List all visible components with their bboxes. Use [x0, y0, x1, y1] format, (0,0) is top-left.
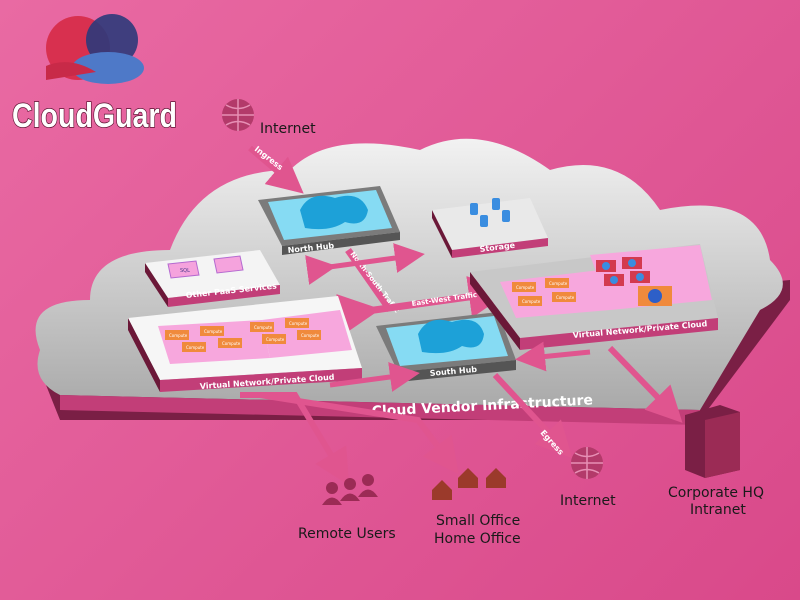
house-icon	[432, 468, 506, 500]
compute-label: Compute	[301, 333, 320, 338]
compute-label: Compute	[254, 325, 273, 330]
soho-label-line2: Home Office	[434, 531, 521, 547]
sql-tile	[167, 260, 200, 279]
compute-tile	[297, 330, 321, 340]
east-west-traffic-arrow	[336, 276, 511, 336]
remote-users: Remote Users	[298, 474, 396, 542]
tenant-zone	[590, 245, 712, 310]
users-icon	[322, 474, 378, 505]
storage: Storage	[432, 198, 548, 258]
cloud-icon	[300, 195, 368, 230]
north-hub-lateral-arrow	[305, 243, 425, 285]
corporate-label-line1: Corporate HQ	[668, 485, 764, 501]
south-hub-label: South Hub	[429, 365, 477, 378]
compute-tile	[285, 318, 309, 328]
soho: Small Office Home Office	[432, 468, 521, 547]
container-icon	[602, 259, 644, 284]
compute-tile	[250, 322, 274, 332]
ingress-arrow	[248, 145, 304, 194]
remote-users-label: Remote Users	[298, 526, 396, 542]
other-paas-services: SQL Other PaaS Services	[145, 250, 280, 307]
cloudguard-logo: CloudGuard	[11, 14, 178, 136]
internet-top: Internet	[222, 99, 316, 137]
database-icon	[470, 198, 510, 227]
compute-label: Compute	[549, 281, 568, 286]
compute-label: Compute	[204, 329, 223, 334]
brand-name: CloudGuard	[12, 97, 177, 135]
compute-tile	[545, 278, 569, 288]
compute-label: Compute	[222, 341, 241, 346]
compute-tiles: ComputeComputeComputeComputeComputeCompu…	[165, 318, 321, 352]
corporate-hq: Corporate HQ Intranet	[668, 405, 764, 518]
compute-tile	[262, 334, 286, 344]
server-icon	[705, 412, 740, 478]
cloud-icon	[418, 319, 484, 354]
soho-arrow	[259, 392, 459, 475]
compute-label: Compute	[186, 345, 205, 350]
vnet-right-to-hub-arrow	[515, 341, 591, 372]
egress-arrow	[492, 372, 573, 459]
compute-label: Compute	[556, 295, 575, 300]
compute-tile	[552, 292, 576, 302]
virtual-network-left: ComputeComputeComputeComputeComputeCompu…	[128, 296, 362, 392]
compute-label: Compute	[289, 321, 308, 326]
compute-tile	[218, 338, 242, 348]
soho-label-line1: Small Office	[436, 513, 520, 529]
vnet-to-hub-arrow	[329, 362, 420, 392]
compute-tile	[200, 326, 224, 336]
compute-label: Compute	[169, 333, 188, 338]
corporate-label-line2: Intranet	[690, 502, 746, 518]
sql-label: SQL	[180, 268, 190, 274]
south-hub: South Hub	[376, 312, 516, 382]
storage-label: Storage	[479, 241, 516, 254]
compute-tile	[165, 330, 189, 340]
kubernetes-icon	[648, 289, 662, 303]
compute-tile	[182, 342, 206, 352]
compute-tile	[518, 296, 542, 306]
service-tile	[213, 255, 244, 274]
compute-label: Compute	[516, 285, 535, 290]
internet-top-label: Internet	[260, 121, 316, 137]
remote-users-arrow	[240, 392, 350, 486]
compute-label: Compute	[522, 299, 541, 304]
compute-label: Compute	[266, 337, 285, 342]
internet-bottom-label: Internet	[560, 493, 616, 509]
compute-tile	[512, 282, 536, 292]
corporate-arrow	[607, 345, 683, 423]
internet-bottom: Internet	[560, 447, 616, 509]
